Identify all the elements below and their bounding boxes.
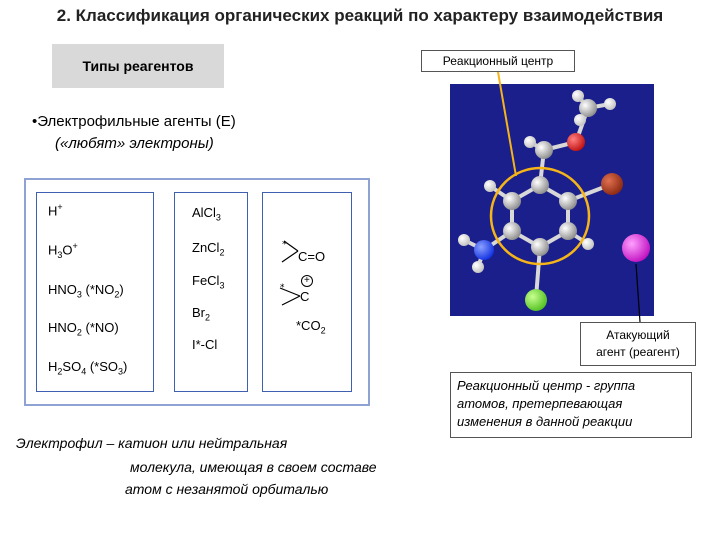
attacking-reagent-atom: [622, 234, 650, 262]
hydrogen-atom: [472, 261, 484, 273]
formula-icl: I*-Cl: [192, 337, 218, 352]
carbon-atom: [535, 141, 553, 159]
carbon-atom: [579, 99, 597, 117]
formula-br2: Br2: [192, 305, 211, 323]
electrophile-def-line2: молекула, имеющая в своем составе: [130, 459, 377, 475]
formula-h-plus: H+: [48, 202, 63, 219]
electrophile-def-line1: Электрофил – катион или нейтральная: [16, 435, 288, 451]
electrophile-def-line3: атом с незанятой орбиталью: [125, 481, 329, 497]
hydrogen-atom: [604, 98, 616, 110]
formula-zncl2: ZnCl2: [192, 240, 225, 258]
definition-line1: Реакционный центр - группа: [457, 378, 636, 393]
hydrogen-atom: [574, 114, 586, 126]
formula-carbonyl: C=O: [298, 249, 326, 264]
protic-acids-panel: [36, 192, 154, 392]
reagent-examples-frame: [24, 178, 370, 406]
hydrogen-atom: [582, 238, 594, 250]
hydrogen-atom: [572, 90, 584, 102]
hydrogen-atom: [458, 234, 470, 246]
formula-nitrous-acid: HNO2 (*NO): [48, 320, 119, 338]
carbon-atom: [503, 192, 521, 210]
attacking-agent-line2: агент (реагент): [596, 345, 680, 359]
reaction-center-label: Реакционный центр: [421, 50, 575, 72]
carbon-electrophiles-panel: [262, 192, 352, 392]
chlorine-atom: [525, 289, 547, 311]
attacking-agent-label: Атакующий агент (реагент): [580, 322, 696, 366]
carbon-atom: [559, 222, 577, 240]
formula-fecl3: FeCl3: [192, 273, 225, 291]
reaction-center-definition-box: Реакционный центр - группа атомов, прете…: [450, 372, 692, 438]
svg-text:*: *: [280, 283, 285, 293]
formula-co2: *CO2: [296, 318, 326, 336]
page-title: 2. Классификация органических реакций по…: [56, 6, 664, 25]
carbon-atom: [559, 192, 577, 210]
hydrogen-atom: [484, 180, 496, 192]
oxygen-atom: [567, 133, 585, 151]
carbocation-plus: +: [304, 275, 310, 286]
formula-carbocation-c: C: [300, 289, 310, 304]
carbon-atom: [531, 238, 549, 256]
carbocation-icon: *: [279, 275, 313, 306]
carbonyl-bonds-icon: *: [281, 240, 299, 263]
bromine-atom: [601, 173, 623, 195]
formula-sulfuric-acid: H2SO4 (*SO3): [48, 359, 128, 377]
formula-alcl3: AlCl3: [192, 205, 221, 223]
reagent-types-box: Типы реагентов: [52, 44, 224, 88]
nitrogen-atom: [474, 240, 494, 260]
electrophilic-agents-heading: •Электрофильные агенты (Е): [32, 113, 236, 130]
formula-hydronium: H3O+: [48, 241, 78, 260]
definition-line3: изменения в данной реакции: [457, 414, 633, 429]
carbon-atom: [503, 222, 521, 240]
svg-text:*: *: [282, 240, 287, 250]
hydrogen-atom: [524, 136, 536, 148]
lewis-acids-panel: [174, 192, 248, 392]
electrophilic-agents-subtitle: («любят» электроны): [55, 135, 214, 152]
attacking-agent-line1: Атакующий: [606, 328, 670, 342]
molecule-image: [450, 84, 654, 316]
molecule-model: [458, 90, 650, 311]
formula-nitric-acid: HNO3 (*NO2): [48, 282, 124, 300]
carbon-atom: [531, 176, 549, 194]
reagent-types-label: Типы реагентов: [82, 58, 194, 74]
reaction-center-ring: [489, 166, 591, 266]
definition-line2: атомов, претерпевающая: [457, 396, 623, 411]
